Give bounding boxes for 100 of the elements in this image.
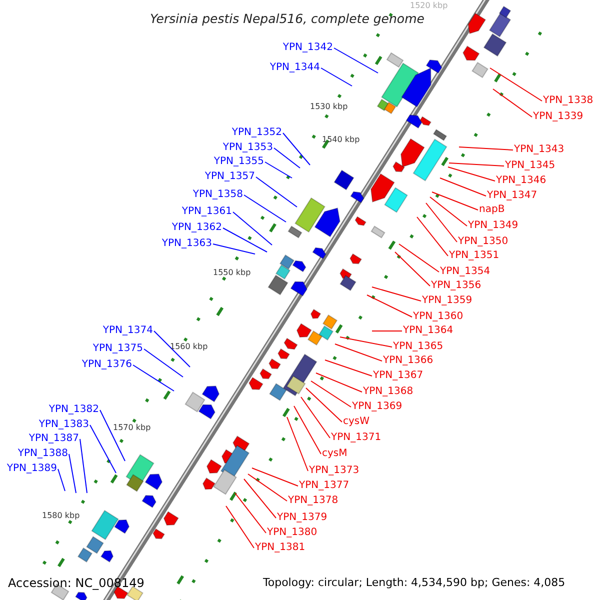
- gene-label: YPN_1354: [440, 265, 490, 279]
- leader-line: [416, 216, 448, 256]
- leader-line: [334, 48, 378, 74]
- gene-label: YPN_1383: [38, 418, 89, 432]
- gene-label: YPN_1347: [487, 189, 538, 203]
- leader-line: [68, 454, 76, 494]
- gene-label: YPN_1355: [214, 155, 264, 169]
- leader-line: [492, 88, 532, 118]
- gene-label: YPN_1353: [222, 141, 273, 155]
- scale-label: 1520 kbp: [410, 0, 448, 12]
- gene-label: YPN_1362: [172, 221, 222, 235]
- leader-line: [256, 176, 298, 208]
- leader-line: [300, 396, 330, 438]
- leader-line: [366, 294, 412, 318]
- leader-line: [226, 506, 254, 548]
- scale-label: 1550 kbp: [213, 267, 251, 279]
- leader-line: [334, 344, 382, 362]
- gene-label: YPN_1361: [182, 205, 232, 219]
- leader-line: [274, 148, 300, 168]
- gene-label: YPN_1375: [92, 342, 143, 356]
- gene-label: YPN_1368: [363, 385, 414, 399]
- gene-label: YPN_1363: [162, 237, 212, 251]
- gene-label: YPN_1358: [192, 188, 243, 202]
- gene-label: YPN_1339: [533, 110, 584, 124]
- gene-label: napB: [479, 203, 505, 217]
- leader-line: [324, 360, 372, 376]
- gene-label: YPN_1344: [270, 61, 320, 75]
- gene-label: YPN_1338: [543, 94, 594, 108]
- gene-label: YPN_1359: [422, 294, 472, 308]
- scale-label: 1580 kbp: [42, 510, 80, 522]
- leader-line: [222, 228, 268, 252]
- gene-label: YPN_1366: [383, 354, 434, 368]
- gene-label: YPN_1380: [267, 526, 318, 540]
- scale-label: 1540 kbp: [322, 134, 360, 146]
- accession-text: Accession: NC_008149: [8, 576, 144, 590]
- leader-line: [234, 492, 266, 534]
- gene-label: YPN_1349: [468, 219, 518, 233]
- leader-line: [100, 410, 126, 462]
- leader-line: [372, 330, 402, 332]
- gene-label: YPN_1342: [282, 41, 333, 55]
- gene-label: YPN_1374: [102, 324, 153, 338]
- gene-label: YPN_1345: [505, 159, 556, 173]
- leader-line: [294, 406, 322, 454]
- gene-label: YPN_1356: [431, 279, 482, 293]
- leader-line: [448, 162, 504, 166]
- gene-label: YPN_1379: [277, 511, 328, 525]
- leader-line: [264, 162, 292, 178]
- leader-line: [316, 372, 362, 392]
- leader-line: [320, 68, 352, 86]
- leader-line: [144, 348, 184, 378]
- gene-label: YPN_1360: [413, 310, 464, 324]
- leader-line: [490, 68, 542, 102]
- leader-line: [252, 468, 298, 486]
- leader-line: [432, 192, 478, 210]
- gene-label: YPN_1389: [6, 462, 57, 476]
- leader-line: [306, 388, 342, 422]
- scale-label: 1570 kbp: [113, 422, 151, 434]
- gene-label: YPN_1346: [496, 174, 546, 188]
- gene-label: YPN_1352: [232, 126, 282, 140]
- gene-label: cysM: [322, 447, 348, 461]
- gene-label: YPN_1382: [48, 403, 99, 417]
- map-title: Yersinia pestis Nepal516, complete genome: [150, 12, 424, 26]
- gene-label: YPN_1381: [255, 541, 306, 555]
- leader-line: [154, 330, 190, 368]
- leader-line: [58, 468, 66, 492]
- leader-line: [232, 212, 272, 246]
- gene-label: cysW: [343, 415, 370, 429]
- gene-label: YPN_1373: [309, 464, 360, 478]
- gene-label: YPN_1378: [288, 494, 338, 508]
- leader-line: [244, 478, 276, 518]
- scale-label: 1530 kbp: [310, 101, 348, 113]
- leader-line: [212, 244, 256, 254]
- gene-label: YPN_1364: [403, 324, 454, 338]
- gene-label: YPN_1388: [18, 447, 68, 461]
- gene-label: YPN_1387: [28, 432, 79, 446]
- gene-label: YPN_1367: [373, 369, 424, 383]
- gene-label: YPN_1377: [299, 479, 350, 493]
- gene-label: YPN_1376: [82, 358, 132, 372]
- scale-label: 1560 kbp: [170, 341, 208, 353]
- gene-label: YPN_1369: [352, 400, 402, 414]
- gene-label: YPN_1351: [449, 249, 500, 263]
- leader-line: [90, 424, 116, 474]
- gene-label: YPN_1343: [514, 143, 564, 157]
- leader-line: [132, 364, 174, 392]
- leader-line: [394, 252, 430, 286]
- genome-summary-text: Topology: circular; Length: 4,534,590 bp; Genes: 4,085: [263, 576, 566, 590]
- leader-line: [426, 202, 458, 242]
- leader-line: [398, 244, 440, 272]
- leader-line: [430, 196, 468, 226]
- leader-line: [310, 380, 352, 408]
- gene-label: YPN_1357: [204, 170, 255, 184]
- leader-line: [244, 194, 286, 222]
- leader-line: [286, 416, 308, 472]
- leader-line: [458, 146, 514, 150]
- gene-label: YPN_1350: [458, 235, 508, 249]
- leader-line: [80, 438, 88, 494]
- leader-line: [440, 178, 486, 196]
- gene-label: YPN_1371: [331, 431, 382, 445]
- leader-line: [248, 474, 288, 502]
- leader-line: [448, 166, 496, 182]
